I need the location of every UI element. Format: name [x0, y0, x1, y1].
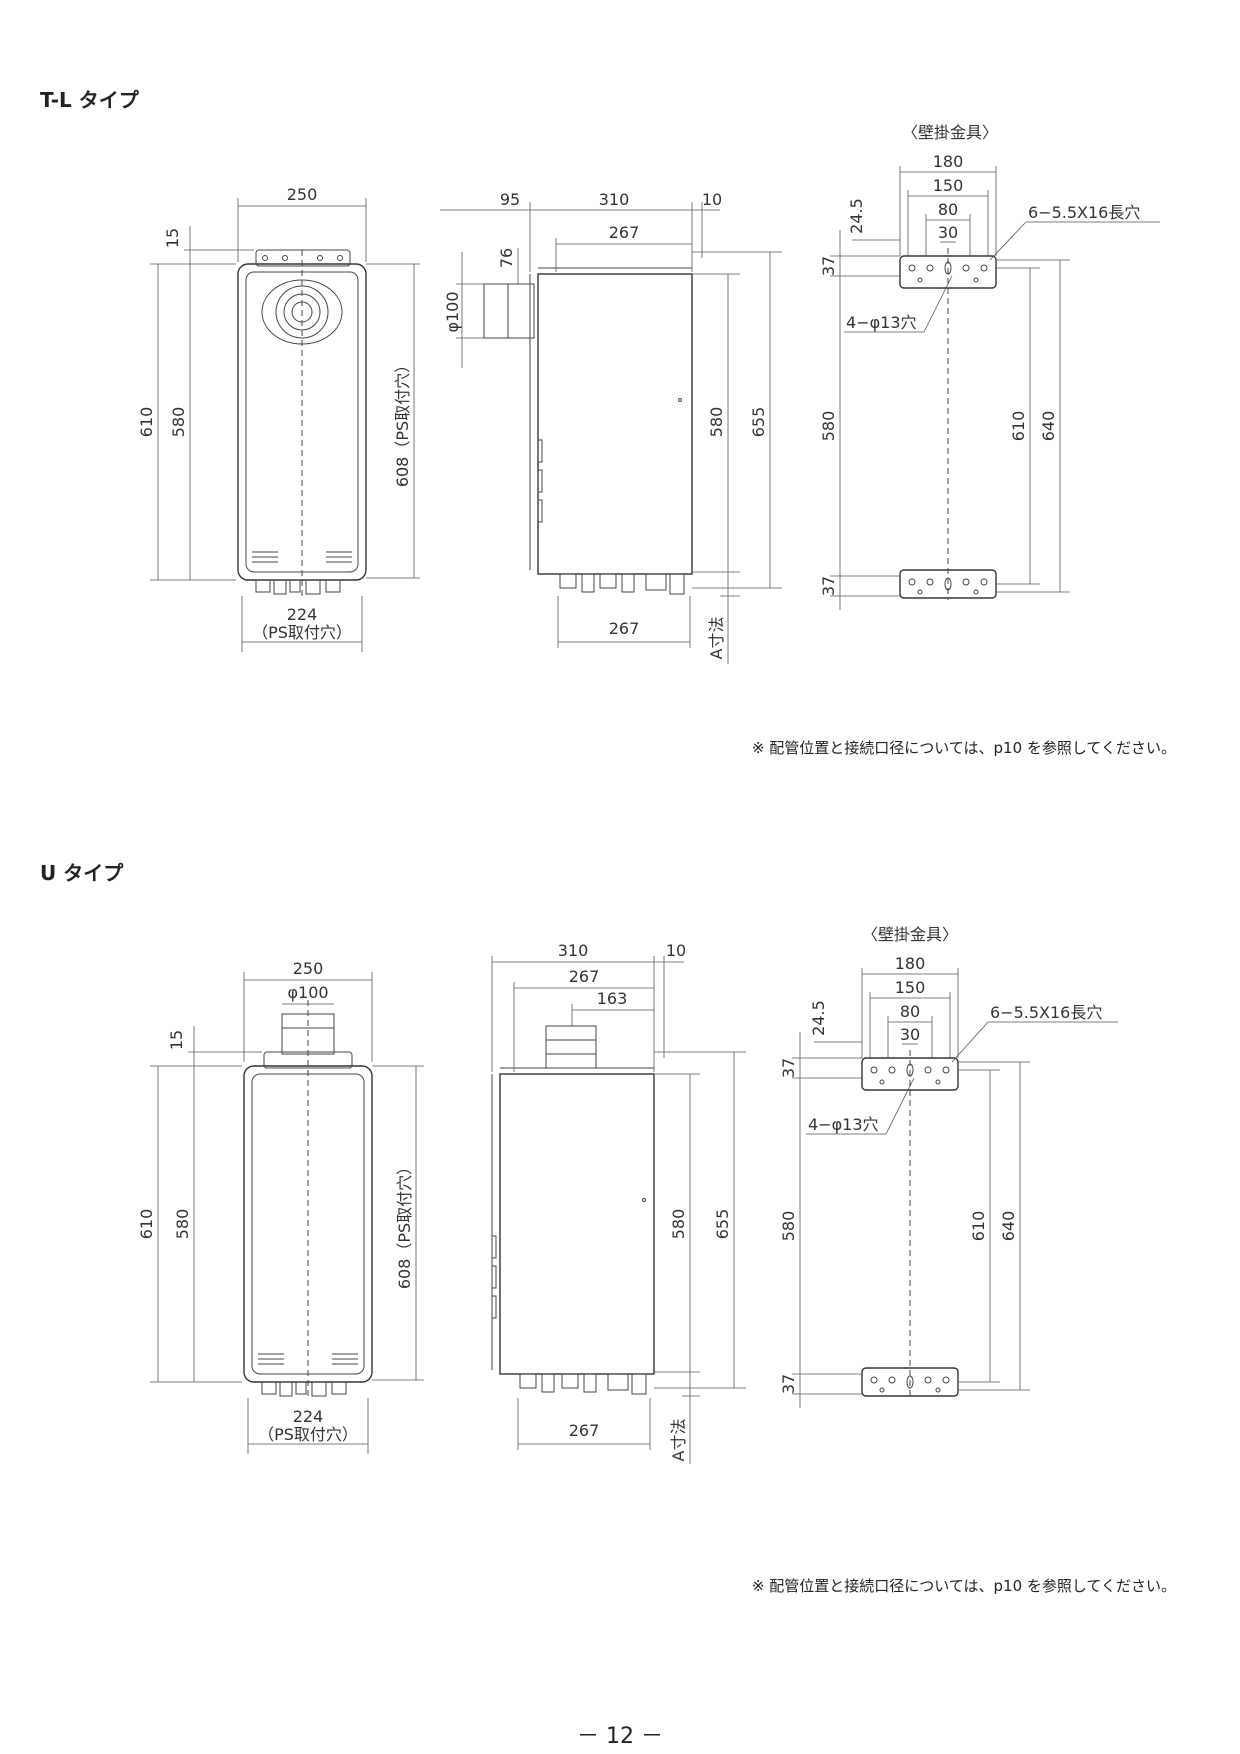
u-front-dim-15: 15	[167, 1030, 186, 1050]
u-bracket-dim-580: 580	[779, 1211, 798, 1242]
tl-side-dim-310: 310	[599, 190, 630, 209]
u-bracket-dim-150: 150	[895, 978, 926, 997]
tl-front-dim-224: 224	[287, 605, 318, 624]
note-u: ※ 配管位置と接続口径については、p10 を参照してください。	[751, 1577, 1176, 1595]
tl-side-duct	[483, 283, 535, 339]
tl-front-dim-250: 250	[287, 185, 318, 204]
u-bracket-slot-label: 6−5.5X16長穴	[990, 1003, 1102, 1022]
u-bracket-dim-640: 640	[999, 1211, 1018, 1242]
u-side-dim-10: 10	[666, 941, 686, 960]
u-bracket-dim-37a: 37	[779, 1058, 798, 1078]
u-side-dim-580: 580	[669, 1209, 688, 1240]
tl-side-dim-10: 10	[702, 190, 722, 209]
u-front-dim-608: 608（PS取付穴）	[395, 1159, 414, 1289]
tl-side-body	[537, 273, 693, 575]
tl-front-view: 250 15 610 580 608（PS取付穴） 224 （PS取付穴）	[137, 185, 420, 652]
tl-bracket-dim-150: 150	[933, 176, 964, 195]
u-front-fittings	[261, 1381, 347, 1397]
u-front-dim-580: 580	[173, 1209, 192, 1240]
tl-side-a-dim: A寸法	[707, 617, 726, 660]
note-tl: ※ 配管位置と接続口径については、p10 を参照してください。	[751, 739, 1176, 757]
tl-front-dim-580: 580	[169, 407, 188, 438]
tl-front-dim-608: 608（PS取付穴）	[393, 357, 412, 487]
tl-side-dim-76: 76	[497, 248, 516, 268]
tl-side-dim-655: 655	[749, 407, 768, 438]
tl-front-dim-610: 610	[137, 407, 156, 438]
section-title-u: U タイプ	[40, 861, 124, 885]
tl-bracket-dim-640: 640	[1039, 411, 1058, 442]
u-bracket-dim-610: 610	[969, 1211, 988, 1242]
u-bracket-dim-37b: 37	[779, 1374, 798, 1394]
tl-side-dim-d100: φ100	[443, 291, 462, 332]
tl-front-fittings	[255, 579, 341, 595]
tl-side-fittings	[559, 573, 685, 595]
u-bracket-view: 〈壁掛金具〉 180 150 80 30 24.5 6−5.5X16長穴 4−φ…	[779, 925, 1118, 1408]
tl-side-view: 95 310 10 267 76 φ100 580 655 267 A寸法	[440, 190, 782, 664]
tl-front-top-bracket	[255, 249, 351, 267]
u-bracket-hole-label: 4−φ13穴	[808, 1115, 879, 1134]
u-bracket-dim-180: 180	[895, 954, 926, 973]
tl-front-dim-15: 15	[163, 228, 182, 248]
u-bracket-dim-80: 80	[900, 1002, 920, 1021]
u-front-ps-label: （PS取付穴）	[258, 1425, 358, 1444]
tl-bracket-dim-610: 610	[1009, 411, 1028, 442]
tl-side-dim-267: 267	[609, 223, 640, 242]
tl-bracket-dim-30: 30	[938, 223, 958, 242]
tl-bracket-slot-label: 6−5.5X16長穴	[1028, 203, 1140, 222]
u-front-view: 250 φ100 15 610 580 608（PS取付穴） 224 （PS取付…	[137, 959, 424, 1454]
tl-bracket-title: 〈壁掛金具〉	[902, 123, 998, 142]
u-bracket-title: 〈壁掛金具〉	[862, 925, 958, 944]
u-side-dim-655: 655	[713, 1209, 732, 1240]
u-front-dim-610: 610	[137, 1209, 156, 1240]
tl-bracket-dim-580: 580	[819, 411, 838, 442]
page-number: － 12 －	[577, 1724, 663, 1749]
tl-bracket-dim-37a: 37	[819, 256, 838, 276]
u-side-dim-267: 267	[569, 967, 600, 986]
u-front-dim-d100: φ100	[287, 983, 328, 1002]
u-side-a-dim: A寸法	[669, 1419, 688, 1462]
u-front-dim-250: 250	[293, 959, 324, 978]
u-side-dim-310: 310	[558, 941, 589, 960]
section-title-tl: T-L タイプ	[40, 88, 139, 112]
tl-side-dim-95: 95	[500, 190, 520, 209]
tl-front-ps-label: （PS取付穴）	[252, 623, 352, 642]
u-side-fittings	[519, 1373, 647, 1395]
u-bracket-dim-30: 30	[900, 1025, 920, 1044]
u-side-view: 310 10 267 163 580 655 267 A寸法	[491, 941, 746, 1464]
u-side-dim-267b: 267	[569, 1421, 600, 1440]
tl-bracket-dim-80: 80	[938, 200, 958, 219]
tl-bracket-dim-180: 180	[933, 152, 964, 171]
u-side-duct	[545, 1025, 597, 1069]
u-side-dim-163: 163	[597, 989, 628, 1008]
u-side-body	[499, 1073, 655, 1375]
u-bracket-dim-245: 24.5	[809, 1000, 828, 1036]
tl-side-dim-580: 580	[707, 407, 726, 438]
tl-bracket-view: 〈壁掛金具〉 180 150 80 30 24.5 6−5.5X16長穴 4−φ…	[819, 123, 1160, 610]
tl-bracket-dim-37b: 37	[819, 576, 838, 596]
tl-side-dim-267b: 267	[609, 619, 640, 638]
tl-bracket-hole-label: 4−φ13穴	[846, 313, 917, 332]
u-front-dim-224: 224	[293, 1407, 324, 1426]
tl-bracket-dim-245: 24.5	[847, 198, 866, 234]
